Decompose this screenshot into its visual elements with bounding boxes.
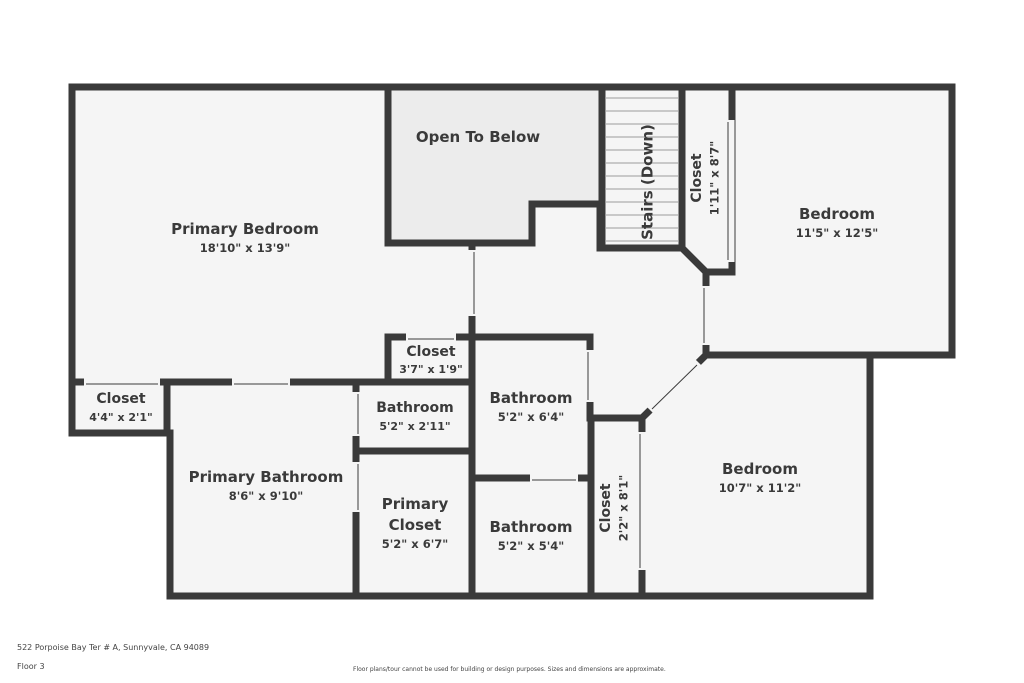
primary-bedroom-dims: 18'10" x 13'9"	[200, 241, 290, 255]
bedroom-ne-dims: 11'5" x 12'5"	[796, 226, 878, 240]
stairs-label: Stairs (Down)	[639, 124, 657, 240]
closet-left-dims: 4'4" x 2'1"	[89, 411, 153, 424]
primary-closet-label-line2: Closet	[389, 516, 442, 534]
bedroom-se-label: Bedroom	[722, 460, 798, 478]
bathroom-small-label: Bathroom	[376, 400, 454, 416]
primary-bedroom-label: Primary Bedroom	[171, 220, 319, 238]
closet-vertical-dims: 2'2" x 8'1"	[617, 475, 631, 541]
address-text: 522 Porpoise Bay Ter # A, Sunnyvale, CA …	[17, 643, 210, 652]
bedroom-ne-label: Bedroom	[799, 205, 875, 223]
closet-small-label: Closet	[406, 344, 456, 360]
bathroom-bottom-label: Bathroom	[489, 518, 572, 536]
closet-vertical-label: Closet	[598, 483, 614, 533]
disclaimer-text: Floor plans/tour cannot be used for buil…	[353, 666, 666, 673]
floor-label: Floor 3	[17, 662, 45, 671]
primary-bathroom-label: Primary Bathroom	[189, 468, 344, 486]
bedroom-se-dims: 10'7" x 11'2"	[719, 481, 801, 495]
stair-treads	[605, 97, 679, 242]
primary-closet-dims: 5'2" x 6'7"	[382, 537, 448, 551]
door-openings	[84, 120, 735, 570]
bathroom-small-dims: 5'2" x 2'11"	[379, 420, 450, 433]
bathroom-mid-dims: 5'2" x 6'4"	[498, 410, 564, 424]
closet-small-dims: 3'7" x 1'9"	[399, 363, 463, 376]
closet-top-label: Closet	[689, 153, 705, 203]
primary-closet-label-line1: Primary	[382, 495, 449, 513]
bathroom-bottom-dims: 5'2" x 5'4"	[498, 539, 564, 553]
door-leaves	[86, 122, 729, 568]
open-to-below-label: Open To Below	[416, 128, 540, 146]
primary-bathroom-dims: 8'6" x 9'10"	[229, 489, 303, 503]
closet-top-dims: 1'11" x 8'7"	[708, 141, 722, 215]
closet-left-label: Closet	[96, 391, 146, 407]
bathroom-mid-label: Bathroom	[489, 389, 572, 407]
